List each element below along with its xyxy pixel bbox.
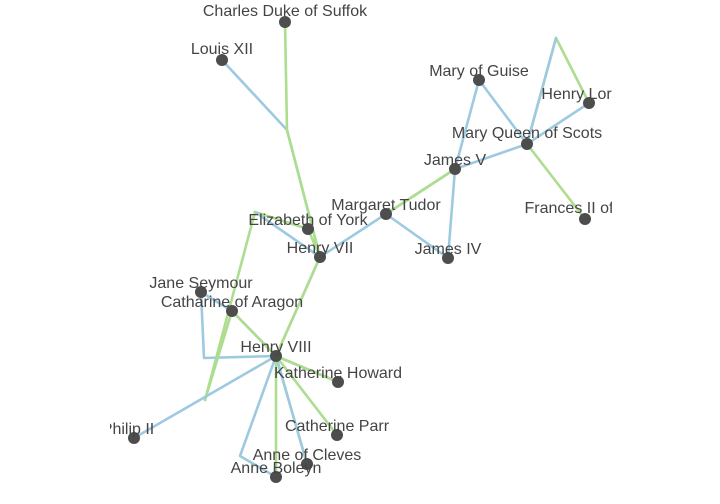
descent-edge-1 [283, 20, 322, 259]
node-henry8[interactable] [270, 350, 282, 362]
node-label-anne-cleves: Anne of Cleves [253, 447, 362, 464]
node-label-katherine: Katherine Howard [274, 365, 402, 382]
node-label-anne-boleyn: Anne Boleyn [231, 460, 322, 477]
descent-edge-20 [230, 309, 278, 358]
node-henry7[interactable] [314, 251, 326, 263]
nodes-layer [128, 16, 595, 483]
spouse-edge-10 [384, 212, 450, 260]
node-label-mary-qos: Mary Queen of Scots [452, 125, 602, 142]
node-james4[interactable] [442, 252, 454, 264]
spouse-edge-22 [132, 354, 278, 440]
descent-edge-25 [274, 354, 339, 437]
descent-edge-21 [203, 309, 234, 402]
node-james5[interactable] [449, 163, 461, 175]
node-katherine[interactable] [332, 376, 344, 388]
node-label-jane: Jane Seymour [149, 275, 253, 292]
node-label-elizabeth: Elizabeth of York [248, 212, 368, 229]
node-anne-boleyn[interactable] [270, 471, 282, 483]
node-jane[interactable] [195, 286, 207, 298]
node-henry-lord-d[interactable] [583, 97, 595, 109]
node-label-louis: Louis XII [191, 41, 253, 58]
node-margaret[interactable] [380, 208, 392, 220]
spouse-edge-14 [453, 142, 529, 171]
node-label-james4: James IV [415, 241, 482, 258]
spouse-edge-6 [253, 210, 322, 259]
node-label-james5: James V [424, 152, 487, 169]
node-label-catharine: Catharine of Aragon [161, 294, 303, 311]
node-catharine[interactable] [226, 305, 238, 317]
node-mary-qos[interactable] [521, 138, 533, 150]
spouse-edge-11 [446, 167, 457, 260]
descent-edge-8 [274, 255, 322, 358]
descent-edge-5 [253, 210, 310, 231]
node-label-henry8: Henry VIII [240, 339, 311, 356]
node-label-henry-lord-d: Henry Lord D [541, 86, 636, 103]
descent-edge-24 [274, 354, 340, 384]
node-label-catherine-parr: Catherine Parr [285, 418, 390, 435]
node-philip[interactable] [128, 432, 140, 444]
node-louis[interactable] [216, 54, 228, 66]
node-label-philip: Philip II [102, 421, 154, 438]
spouse-edge-27 [274, 354, 309, 466]
node-label-margaret: Margaret Tudor [331, 197, 441, 214]
node-label-charles: Charles Duke of Suffok [203, 3, 368, 20]
node-label-francis2: Frances II of [525, 200, 614, 217]
node-charles[interactable] [279, 16, 291, 28]
node-catherine-parr[interactable] [331, 429, 343, 441]
descent-edge-18 [525, 142, 587, 221]
edges-layer [132, 20, 591, 479]
spouse-edge-17 [525, 36, 558, 146]
node-label-mary-guise: Mary of Guise [429, 63, 529, 80]
node-elizabeth[interactable] [302, 223, 314, 235]
spouse-edge-29 [238, 354, 278, 479]
node-label-henry7: Henry VII [287, 240, 354, 257]
node-mary-guise[interactable] [473, 74, 485, 86]
node-francis2[interactable] [579, 213, 591, 225]
descent-edge-12 [384, 167, 457, 216]
spouse-edge-15 [525, 101, 591, 146]
spouse-edge-2 [318, 212, 388, 259]
node-anne-cleves[interactable] [301, 458, 313, 470]
